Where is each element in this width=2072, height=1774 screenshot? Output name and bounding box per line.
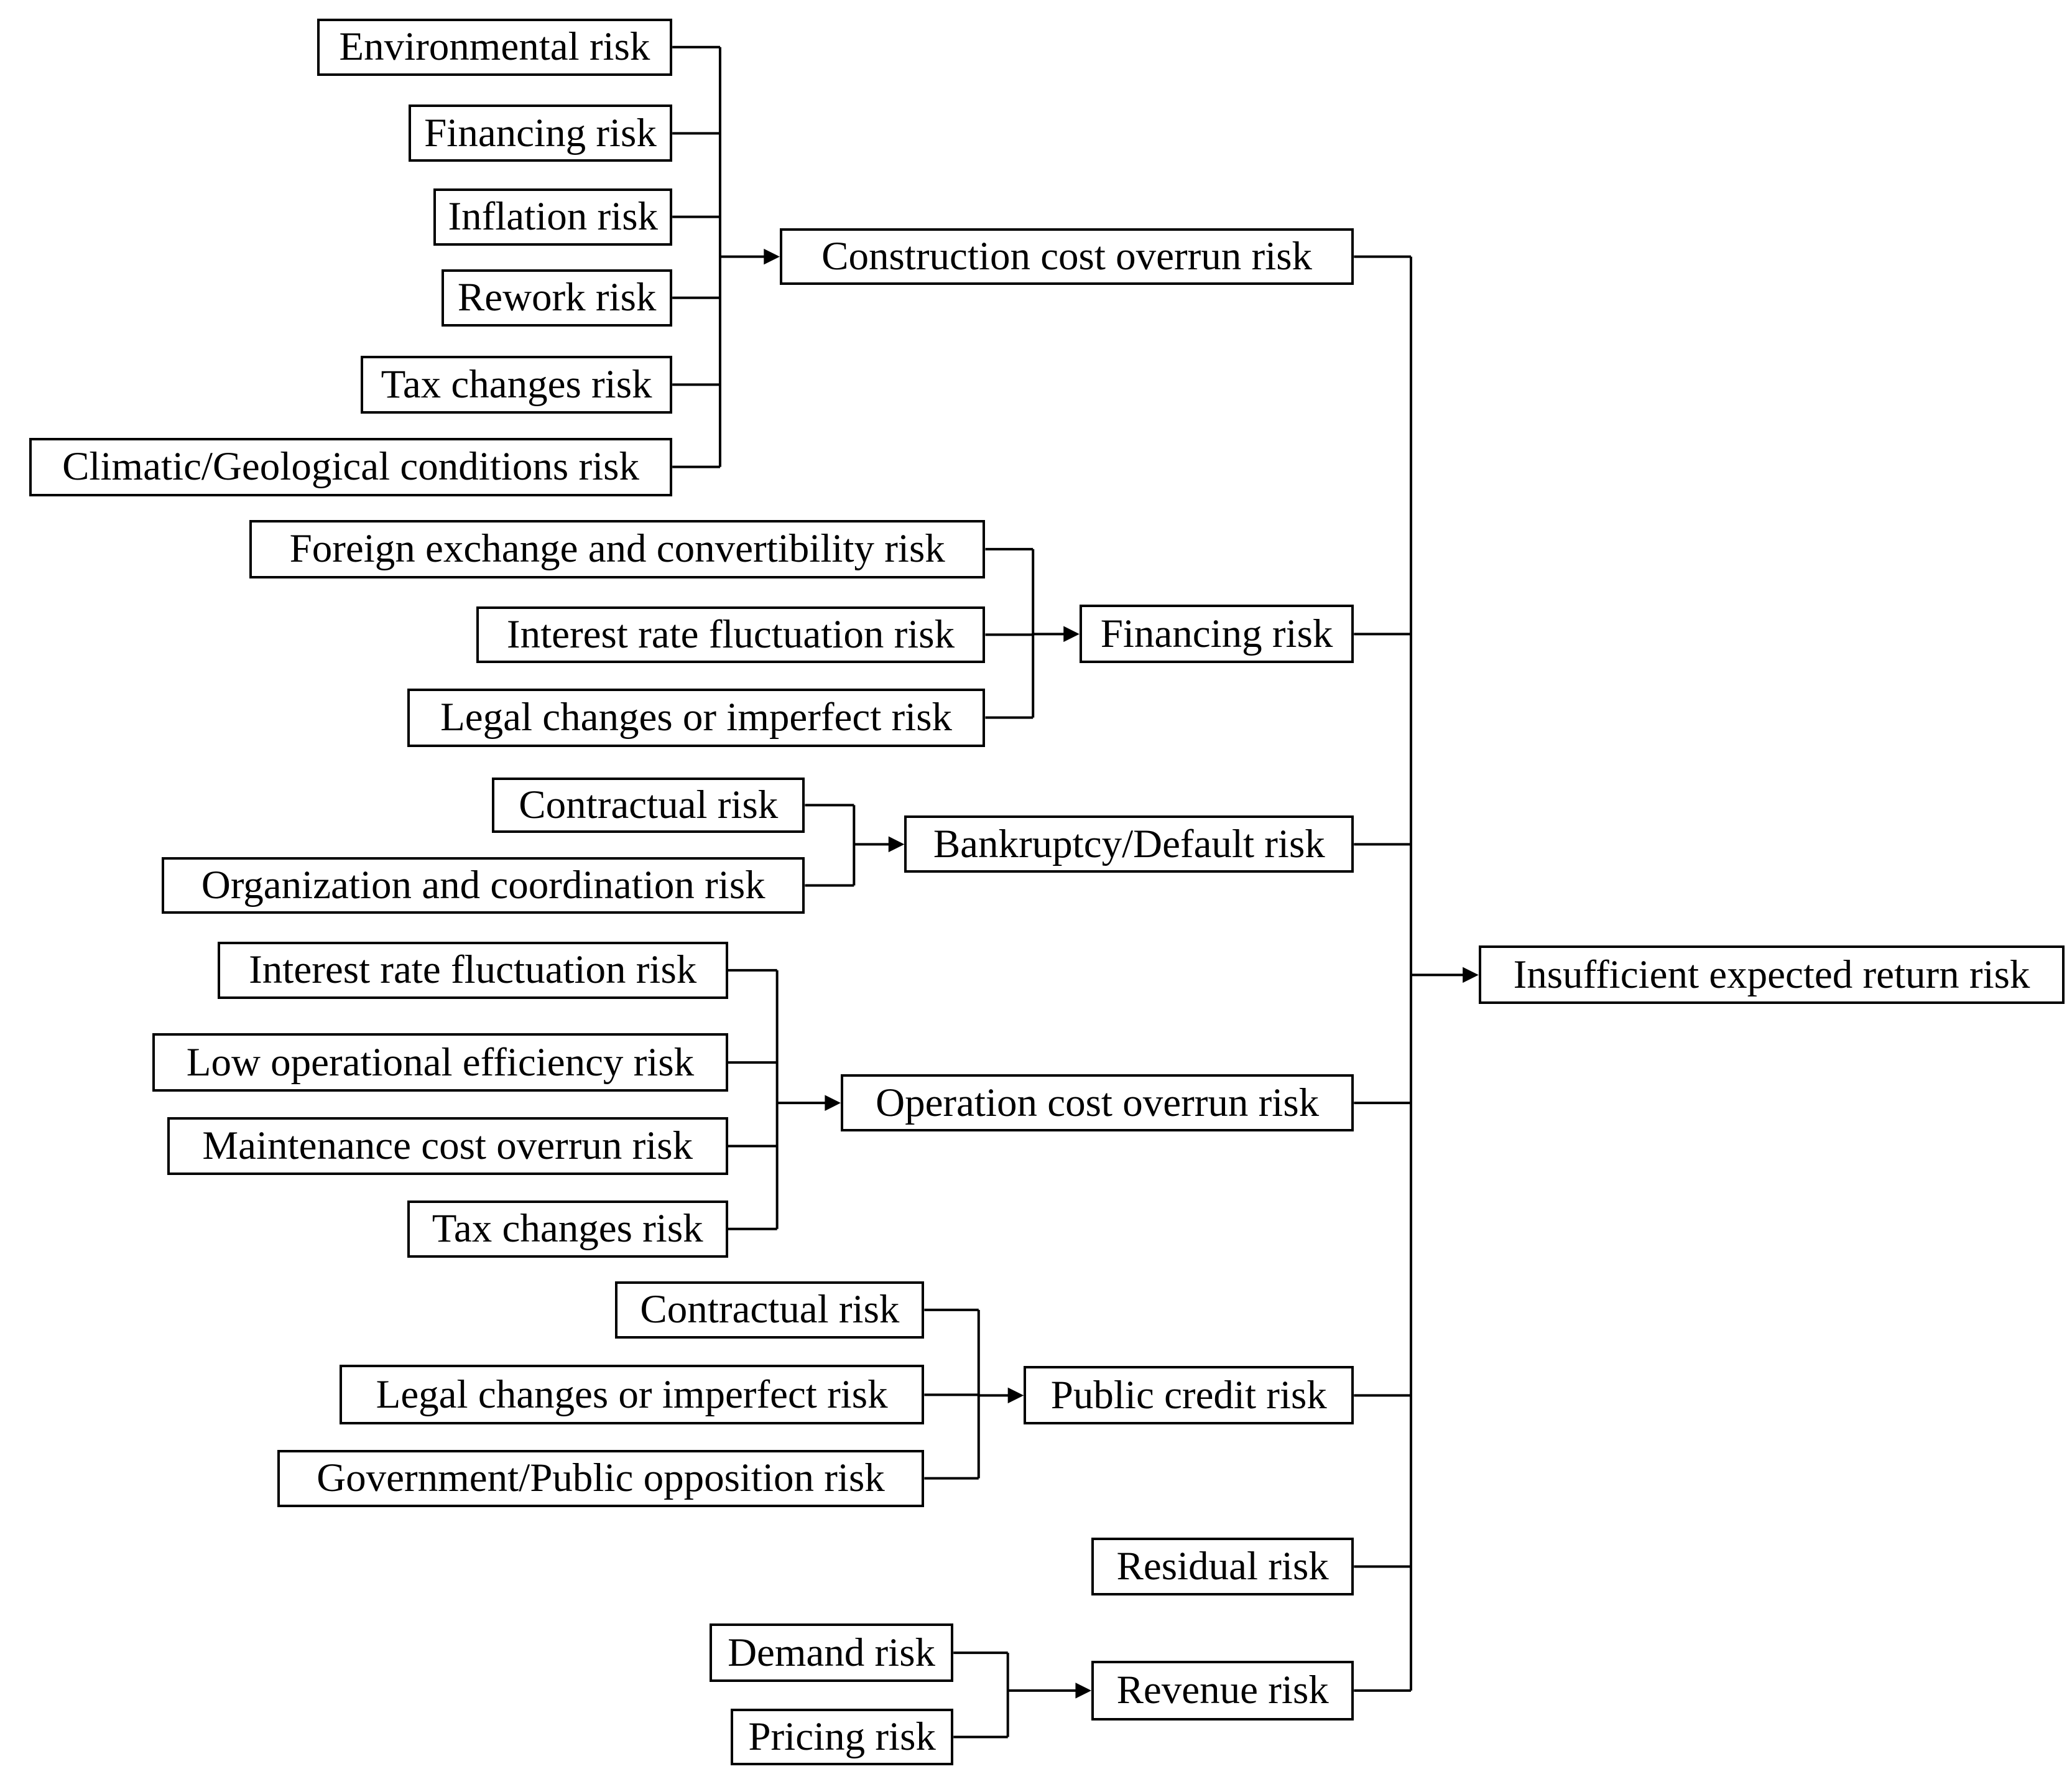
root-risk-box: Insufficient expected return risk: [1478, 945, 2065, 1005]
financing-risk-box: Financing risk: [1079, 605, 1354, 664]
arrow-head: [764, 248, 780, 265]
legal-changes-imperfect-risk-box: Legal changes or imperfect risk: [407, 688, 986, 747]
pricing-risk-box: Pricing risk: [731, 1708, 954, 1766]
operation-cost-overrun-risk-box: Operation cost overrun risk: [841, 1074, 1354, 1131]
low-operational-efficiency-risk-box: Low operational efficiency risk: [152, 1033, 728, 1092]
revenue-risk-box: Revenue risk: [1091, 1660, 1354, 1721]
government-public-opposition-risk-box: Government/Public opposition risk: [277, 1449, 925, 1507]
tax-changes-risk-box: Tax changes risk: [361, 355, 673, 414]
maintenance-cost-overrun-risk-box: Maintenance cost overrun risk: [167, 1117, 728, 1176]
contractual-risk-box: Contractual risk: [492, 777, 805, 834]
tax-changes-risk-box: Tax changes risk: [407, 1200, 728, 1258]
interest-rate-fluctuation-risk-box: Interest rate fluctuation risk: [476, 606, 986, 664]
demand-risk-box: Demand risk: [709, 1623, 954, 1682]
legal-changes-imperfect-risk-box: Legal changes or imperfect risk: [339, 1365, 925, 1425]
interest-rate-fluctuation-risk-box: Interest rate fluctuation risk: [217, 942, 728, 999]
arrow-head: [1007, 1387, 1024, 1404]
climatic-geological-conditions-risk-box: Climatic/Geological conditions risk: [29, 437, 673, 496]
public-credit-risk-box: Public credit risk: [1024, 1366, 1354, 1425]
arrow-head: [1075, 1683, 1092, 1699]
residual-risk-box: Residual risk: [1091, 1537, 1354, 1596]
bankruptcy-default-risk-box: Bankruptcy/Default risk: [904, 815, 1354, 873]
arrow-head: [1063, 626, 1080, 643]
foreign-exchange-convertibility-risk-box: Foreign exchange and convertibility risk: [249, 519, 986, 578]
financing-risk-input-box: Financing risk: [408, 104, 673, 162]
arrow-head: [1463, 967, 1479, 983]
rework-risk-box: Rework risk: [442, 269, 673, 327]
environmental-risk-box: Environmental risk: [317, 18, 673, 76]
contractual-risk-box: Contractual risk: [615, 1281, 925, 1339]
inflation-risk-box: Inflation risk: [433, 188, 673, 246]
construction-cost-overrun-risk-box: Construction cost overrun risk: [779, 228, 1354, 286]
organization-coordination-risk-box: Organization and coordination risk: [162, 857, 805, 914]
arrow-head: [888, 836, 905, 853]
arrow-head: [825, 1095, 841, 1111]
